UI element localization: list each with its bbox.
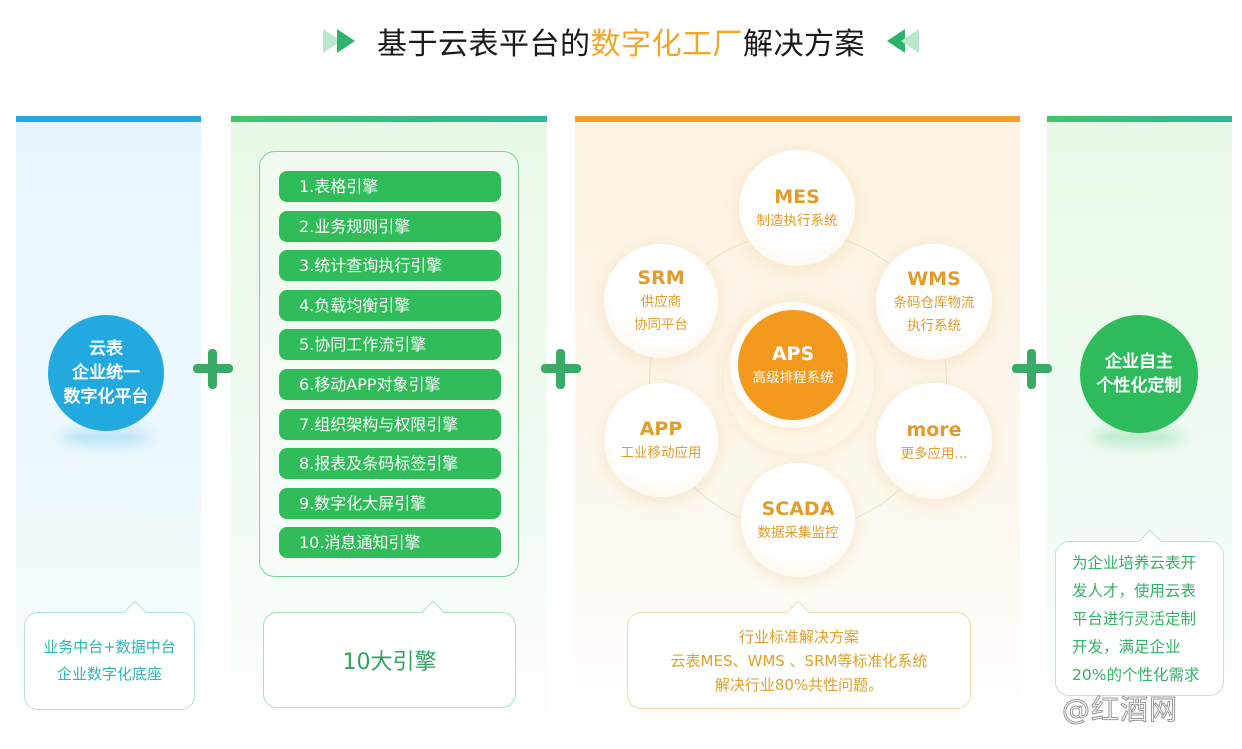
engine-item: 6.移动APP对象引擎 bbox=[279, 368, 501, 400]
title-highlight: 数字化工厂 bbox=[590, 27, 743, 62]
node-abbr: WMS bbox=[907, 268, 961, 290]
column-top-bar bbox=[1047, 116, 1232, 122]
node-app: APP 工业移动应用 bbox=[604, 383, 718, 497]
badge-shadow bbox=[60, 428, 152, 446]
plus-icon bbox=[193, 349, 233, 389]
engine-item: 4.负载均衡引擎 bbox=[279, 289, 501, 321]
bubble-line: 20%的个性化需求 bbox=[1072, 665, 1200, 684]
badge-line: 企业统一 bbox=[72, 363, 140, 383]
badge-line: 数字化平台 bbox=[63, 387, 149, 407]
node-abbr: APP bbox=[639, 417, 683, 440]
node-abbr: APS bbox=[771, 342, 815, 365]
badge-line: 企业自主 bbox=[1105, 352, 1173, 372]
node-desc: 工业移动应用 bbox=[620, 444, 702, 461]
node-mes: MES 制造执行系统 bbox=[739, 150, 855, 266]
node-abbr: SCADA bbox=[761, 497, 835, 520]
node-aps-center: APS 高级排程系统 bbox=[738, 310, 848, 420]
bubble-line: 企业数字化底座 bbox=[56, 665, 162, 683]
bubble-line: 行业标准解决方案 bbox=[738, 627, 859, 646]
engine-item: 5.协同工作流引擎 bbox=[279, 329, 501, 361]
node-desc: 数据采集监控 bbox=[757, 524, 839, 541]
engine-list: 1.表格引擎 2.业务规则引擎 3.统计查询执行引擎 4.负载均衡引擎 5.协同… bbox=[279, 171, 501, 567]
bubble-line: 为企业培养云表开 bbox=[1072, 553, 1197, 572]
node-wms: WMS 条码仓库物流 执行系统 bbox=[876, 244, 992, 360]
node-srm: SRM 供应商 协同平台 bbox=[604, 244, 718, 358]
plus-icon bbox=[541, 349, 581, 389]
engine-item: 7.组织架构与权限引擎 bbox=[279, 408, 501, 440]
engine-item: 8.报表及条码标签引擎 bbox=[279, 448, 501, 480]
badge-line: 云表 bbox=[89, 339, 123, 359]
engines-bubble: 10大引擎 bbox=[263, 600, 516, 708]
customization-badge: 企业自主 个性化定制 bbox=[1080, 315, 1198, 433]
bubble-line: 发人才，使用云表 bbox=[1072, 581, 1197, 600]
arrow-left-icon bbox=[901, 29, 919, 53]
plus-icon bbox=[1012, 349, 1052, 389]
node-desc: 协同平台 bbox=[634, 317, 688, 333]
arrow-left-icon bbox=[887, 29, 905, 53]
bubble-line: 平台进行灵活定制 bbox=[1072, 609, 1197, 628]
column-top-bar bbox=[231, 116, 547, 122]
node-desc: 更多应用... bbox=[900, 445, 968, 462]
bubble-text: 10大引擎 bbox=[342, 650, 437, 675]
bubble-line: 业务中台+数据中台 bbox=[43, 638, 176, 656]
solutions-bubble: 行业标准解决方案 云表MES、WMS 、SRM等标准化系统 解决行业80%共性问… bbox=[627, 600, 971, 709]
engine-item: 9.数字化大屏引擎 bbox=[279, 487, 501, 519]
watermark: @红酒网 bbox=[1061, 693, 1179, 727]
engine-item: 3.统计查询执行引擎 bbox=[279, 250, 501, 282]
bubble-line: 云表MES、WMS 、SRM等标准化系统 bbox=[670, 651, 928, 670]
node-scada: SCADA 数据采集监控 bbox=[741, 463, 855, 577]
node-abbr: SRM bbox=[637, 267, 685, 289]
page-title: 基于云表平台的数字化工厂解决方案 bbox=[377, 19, 865, 63]
platform-bubble: 业务中台+数据中台 企业数字化底座 bbox=[24, 600, 195, 710]
node-desc: 执行系统 bbox=[907, 318, 961, 334]
title-prefix: 基于云表平台的 bbox=[377, 27, 591, 62]
badge-shadow bbox=[1092, 428, 1184, 446]
platform-badge: 云表 企业统一 数字化平台 bbox=[48, 315, 164, 431]
arrow-right-icon bbox=[337, 29, 355, 53]
engine-item: 2.业务规则引擎 bbox=[279, 210, 501, 242]
node-desc: 制造执行系统 bbox=[756, 212, 838, 229]
node-desc: 供应商 bbox=[640, 294, 682, 310]
bubble-line: 开发，满足企业 bbox=[1072, 637, 1181, 656]
column-top-bar bbox=[16, 116, 201, 122]
badge-line: 个性化定制 bbox=[1096, 376, 1182, 396]
node-desc: 条码仓库物流 bbox=[893, 295, 975, 311]
node-desc: 高级排程系统 bbox=[752, 369, 834, 386]
title-row: 基于云表平台的数字化工厂解决方案 bbox=[0, 18, 1242, 64]
engine-item: 1.表格引擎 bbox=[279, 171, 501, 202]
arrow-right-icon bbox=[323, 29, 341, 53]
node-abbr: MES bbox=[774, 185, 820, 208]
column-top-bar bbox=[575, 116, 1020, 122]
bubble-line: 解决行业80%共性问题。 bbox=[714, 675, 884, 694]
customization-bubble: 为企业培养云表开 发人才，使用云表 平台进行灵活定制 开发，满足企业 20%的个… bbox=[1055, 529, 1224, 696]
node-abbr: more bbox=[906, 418, 962, 441]
engine-item: 10.消息通知引擎 bbox=[279, 527, 501, 559]
node-more: more 更多应用... bbox=[876, 383, 992, 499]
title-left-arrows bbox=[323, 29, 355, 53]
title-suffix: 解决方案 bbox=[743, 27, 865, 62]
title-right-arrows bbox=[887, 29, 919, 53]
